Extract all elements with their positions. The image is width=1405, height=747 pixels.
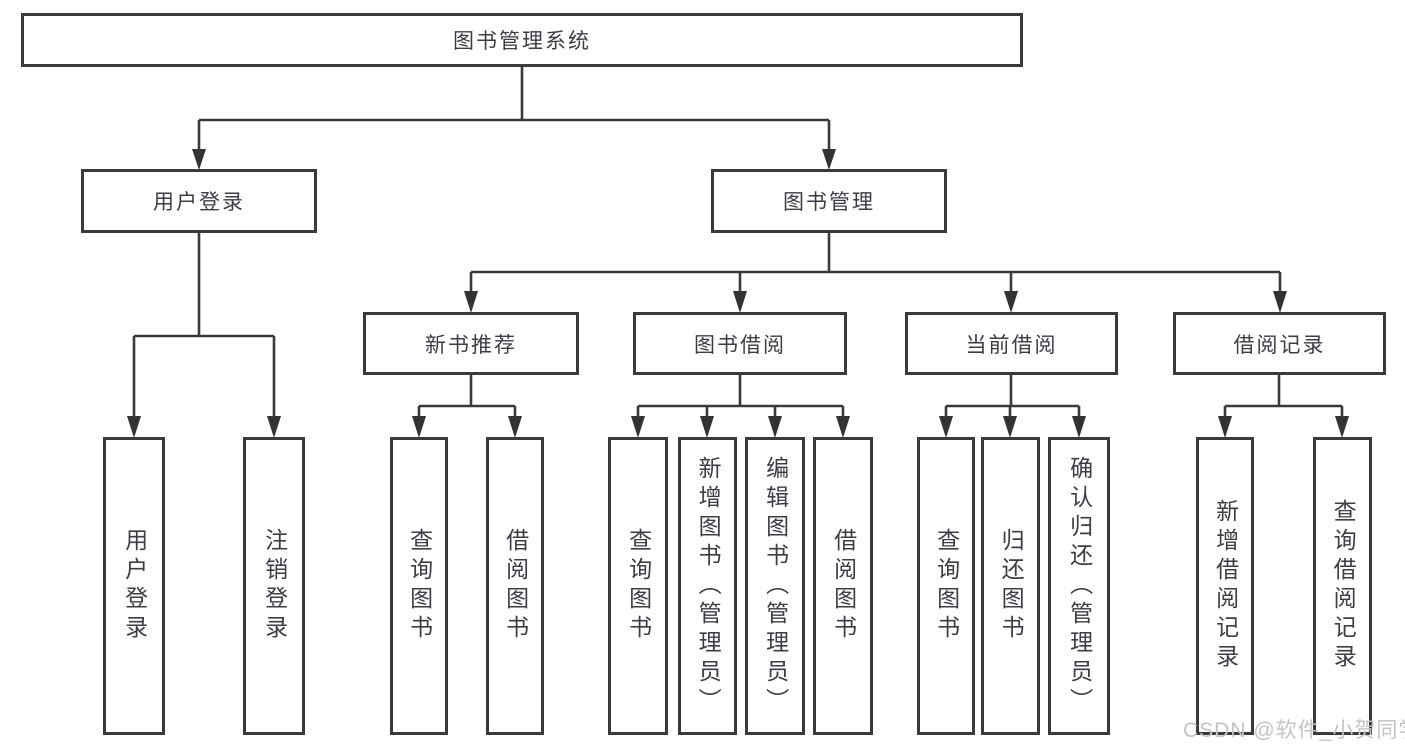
leaf-query-book-2: 查询图书 <box>608 437 668 735</box>
node-new-book-recommend: 新书推荐 <box>363 312 579 375</box>
node-root: 图书管理系统 <box>21 13 1023 67</box>
leaf-add-borrow-record: 新增借阅记录 <box>1196 437 1254 735</box>
leaf-confirm-return-admin: 确认归还（管理员） <box>1048 437 1110 735</box>
csdn-watermark: CSDN @软件_小贺同学 <box>1183 719 1405 742</box>
node-user-login: 用户登录 <box>81 169 317 233</box>
leaf-user-login: 用户登录 <box>103 437 165 735</box>
leaf-query-book-1: 查询图书 <box>390 437 448 735</box>
arrowhead-icons <box>127 149 1349 438</box>
node-book-management: 图书管理 <box>711 169 947 233</box>
leaf-query-borrow-record: 查询借阅记录 <box>1313 437 1372 735</box>
node-current-borrow: 当前借阅 <box>905 312 1118 375</box>
leaf-borrow-book-2: 借阅图书 <box>813 437 873 735</box>
leaf-return-book: 归还图书 <box>981 437 1040 735</box>
leaf-borrow-book-1: 借阅图书 <box>486 437 544 735</box>
leaf-query-book-3: 查询图书 <box>917 437 975 735</box>
leaf-edit-book-admin: 编辑图书（管理员） <box>745 437 805 735</box>
node-book-borrow: 图书借阅 <box>633 312 847 375</box>
leaf-add-book-admin: 新增图书（管理员） <box>678 437 737 735</box>
node-borrow-record: 借阅记录 <box>1173 312 1386 375</box>
leaf-logout: 注销登录 <box>243 437 305 735</box>
